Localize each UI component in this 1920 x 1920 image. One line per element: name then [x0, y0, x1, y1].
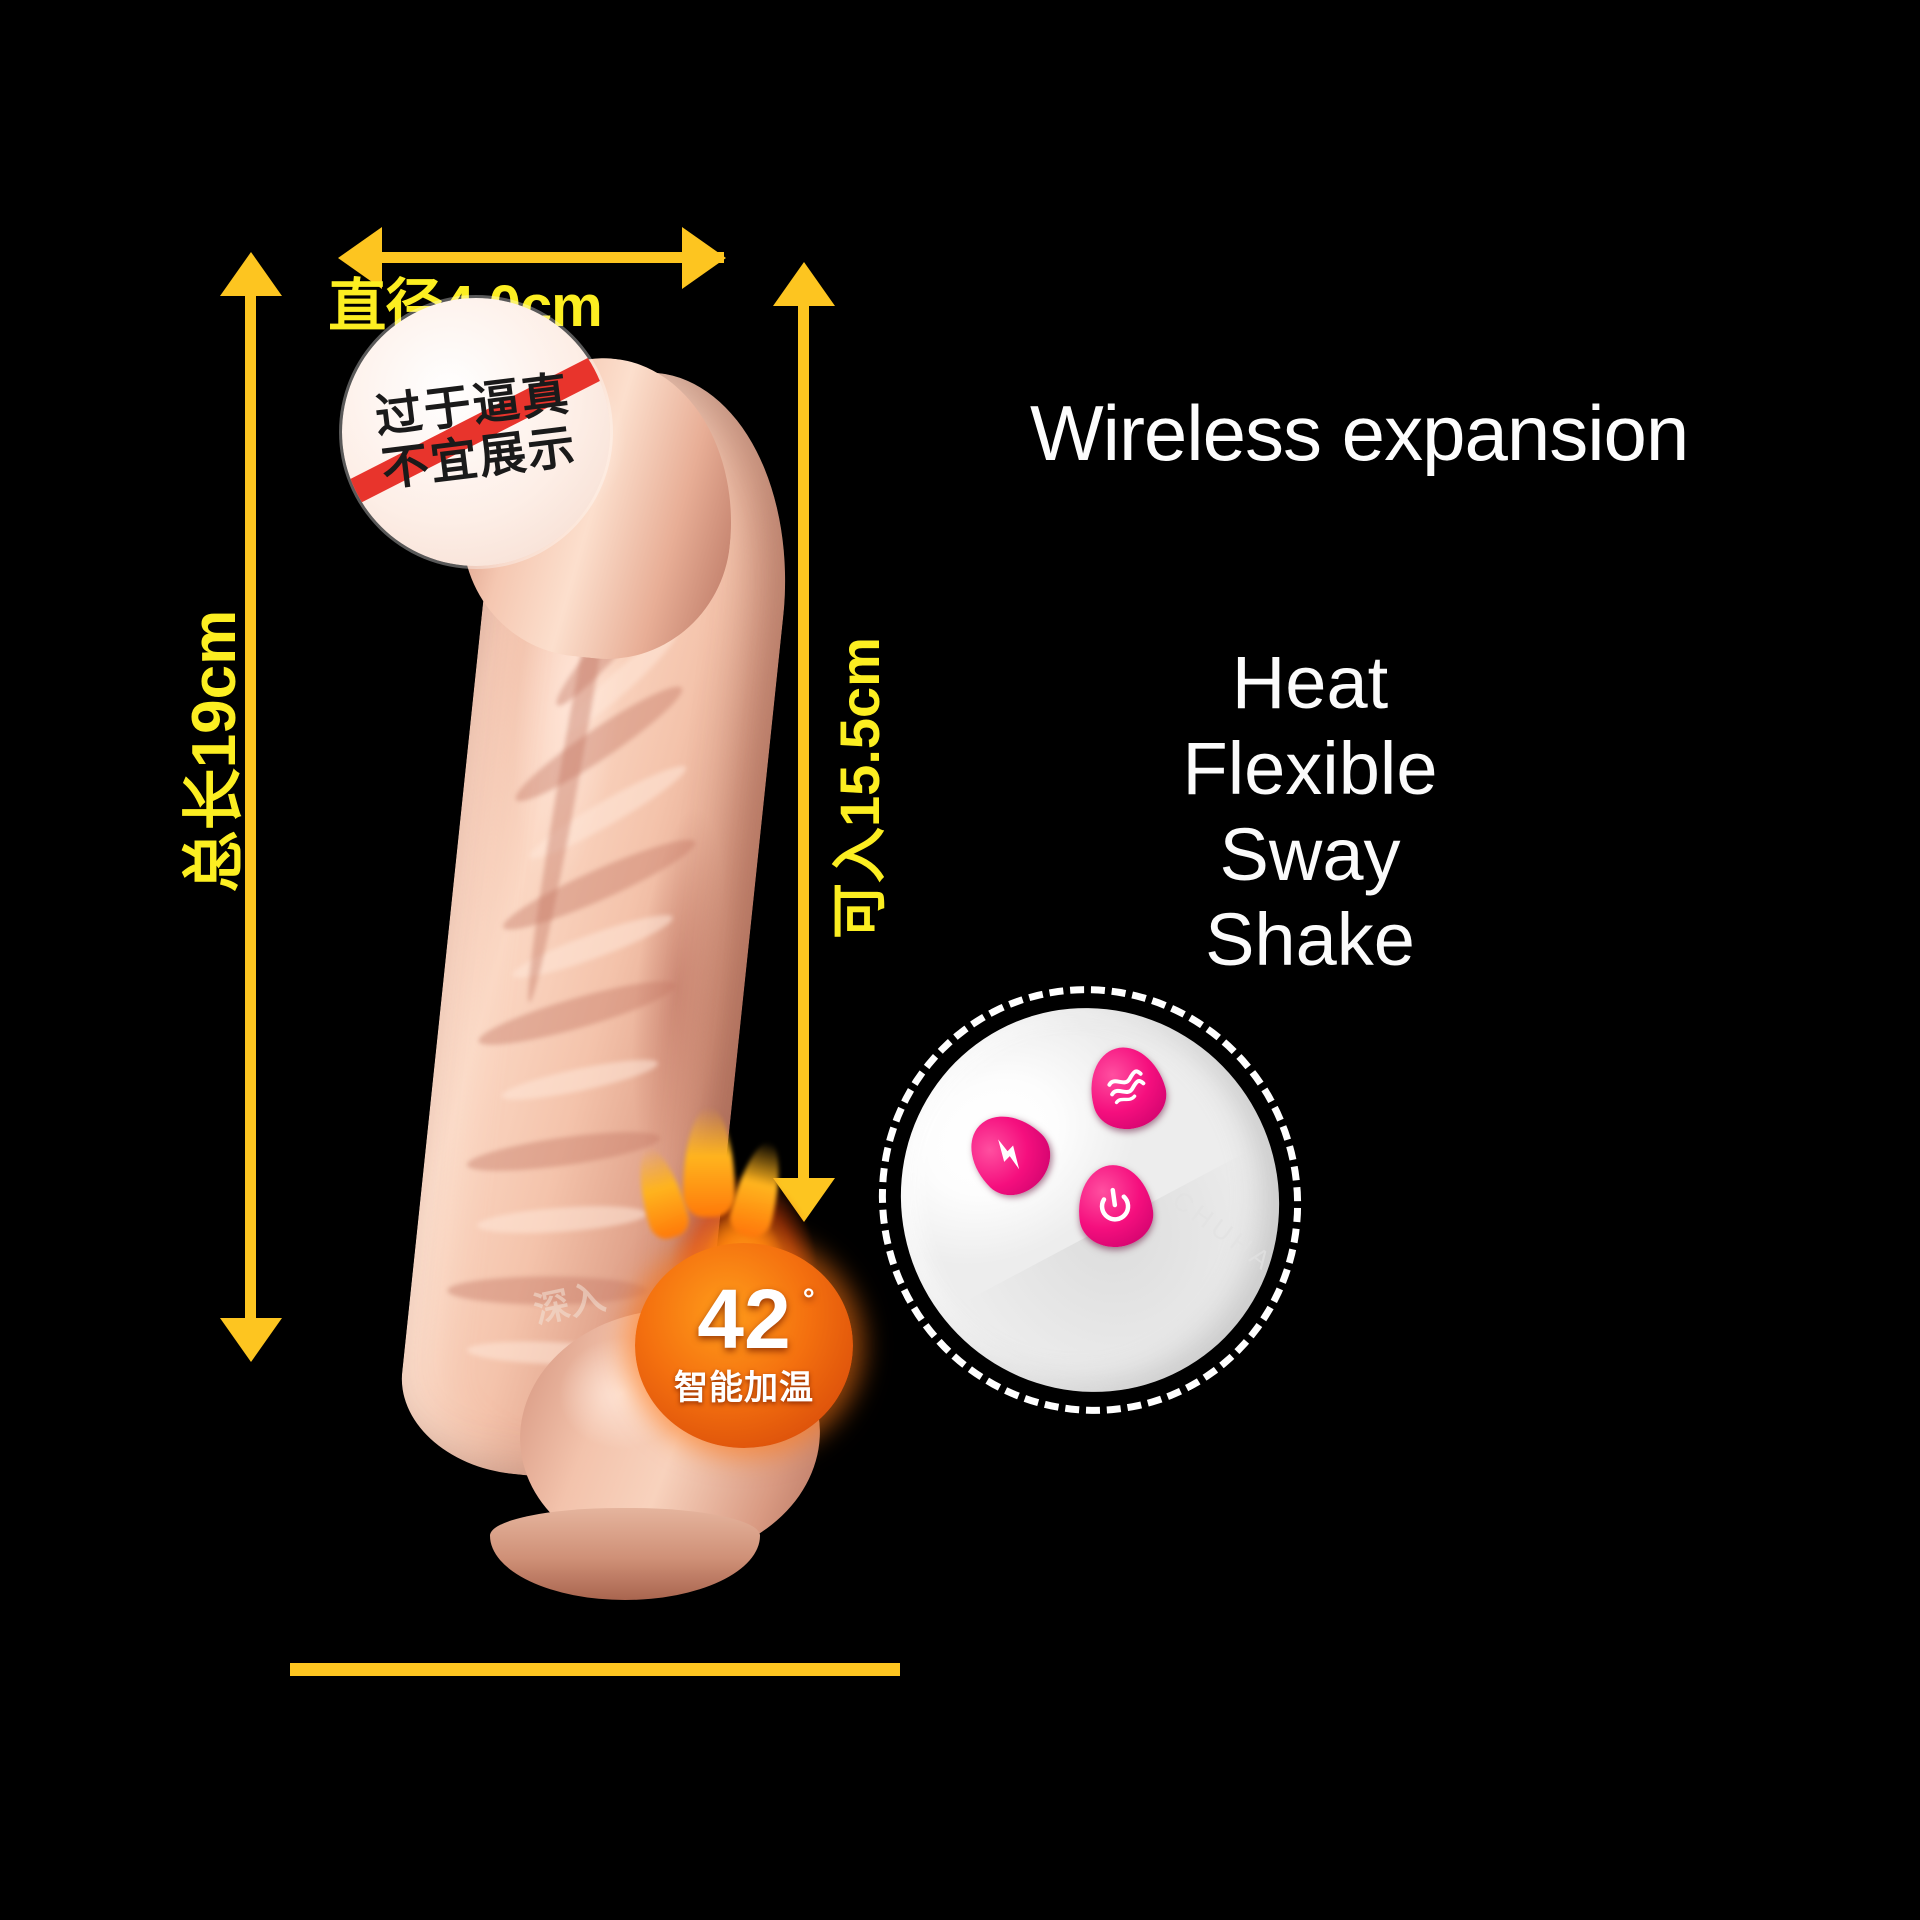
total-length-arrow-line: [245, 290, 256, 1330]
vibration-mode-button[interactable]: [953, 1098, 1065, 1210]
power-button[interactable]: [1072, 1160, 1158, 1252]
diameter-arrow-line: [352, 252, 724, 263]
heat-badge: 深入 42° 智能加温: [530, 1107, 895, 1455]
diameter-arrow-head-right-icon: [682, 227, 726, 289]
feature-item: Flexible: [1182, 726, 1438, 810]
power-icon: [1099, 1187, 1131, 1222]
total-length-arrow-head-bottom-icon: [220, 1318, 282, 1362]
censor-badge: 过于逼真 不宜展示: [342, 298, 610, 566]
baseline-rule: [290, 1663, 900, 1676]
degree-symbol-icon: °: [802, 1283, 815, 1317]
lightning-bolt-icon: [998, 1139, 1020, 1170]
diameter-arrow-head-left-icon: [338, 227, 382, 289]
insertable-length-arrow-line: [798, 300, 809, 1190]
heat-badge-disc: 42° 智能加温: [635, 1243, 853, 1448]
feature-item: Heat: [1231, 641, 1389, 724]
heat-temperature-value: 42°: [697, 1272, 815, 1367]
feature-item: Shake: [1205, 898, 1415, 982]
feature-item: Sway: [1219, 812, 1401, 896]
headline: Wireless expansion: [1030, 389, 1689, 477]
insertable-length-arrow-head-top-icon: [773, 262, 835, 306]
feature-list: Heat Flexible Sway Shake: [1030, 640, 1590, 983]
wave-mode-button[interactable]: [1080, 1038, 1174, 1138]
total-length-label: 总长19cm: [180, 609, 249, 893]
suction-cup-base: [490, 1508, 760, 1600]
wave-icon: [1107, 1069, 1146, 1105]
heat-badge-caption: 智能加温: [674, 1368, 814, 1407]
total-length-arrow-head-top-icon: [220, 252, 282, 296]
remote-control[interactable]: CHUHA: [803, 911, 1377, 1489]
product-illustration: 过于逼真 不宜展示 深入 42° 智能加温: [342, 298, 870, 1630]
